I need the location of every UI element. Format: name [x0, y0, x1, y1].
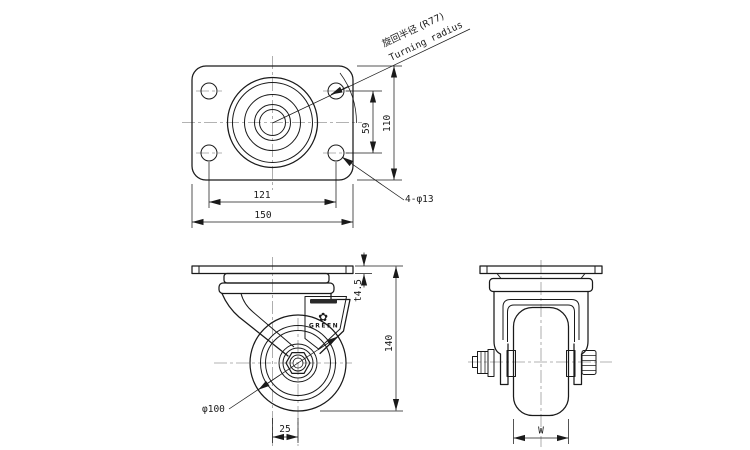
turning-radius-arc — [339, 72, 357, 124]
dim-wheel-diameter: φ100 — [202, 404, 225, 415]
fork-leg-left — [493, 290, 509, 386]
bolt-hole — [327, 144, 345, 162]
hub-spacer-left — [506, 350, 516, 377]
axle-nut-front — [581, 350, 597, 375]
swivel-raceway-lower — [218, 282, 335, 295]
axle-nut-hex — [285, 351, 311, 375]
hole-callout-leader — [341, 156, 405, 201]
front-view: W — [468, 260, 612, 447]
bolt-hole — [200, 144, 218, 162]
fork-left-outer — [221, 292, 289, 357]
fork-left-inner — [240, 293, 295, 348]
mounting-plate — [191, 65, 354, 181]
side-view: ✿ GREEN t4.5 140 φ100 25 — [191, 252, 403, 446]
logo-text: GREEN — [309, 323, 339, 330]
bolt-hole — [327, 82, 345, 100]
swivel-collar — [488, 277, 594, 293]
bolt-hole — [200, 82, 218, 100]
turning-radius-leader — [272, 28, 471, 124]
logo-leaf-icon: ✿ — [318, 307, 327, 325]
hole-callout: 4-φ13 — [405, 194, 434, 205]
dim-hole-pitch-x: 121 — [253, 190, 270, 201]
logo-banner — [310, 299, 337, 304]
dim-total-height: 140 — [384, 335, 395, 352]
swivel-raceway-upper — [223, 272, 330, 284]
wheel-front — [512, 306, 570, 417]
fork-arch-outer — [502, 299, 580, 340]
kingpin — [259, 109, 286, 136]
axle-bolt-head — [477, 351, 489, 374]
dim-plate-thickness: t4.5 — [353, 279, 364, 302]
axle-washer — [487, 349, 495, 377]
swivel-raceway-outer — [226, 76, 319, 169]
dim-wheel-width: W — [538, 426, 544, 437]
dim-offset: 25 — [279, 424, 290, 435]
wheel-hub — [278, 343, 318, 383]
dim-plate-width: 150 — [254, 210, 271, 221]
fork-arch-inner — [507, 304, 575, 342]
top-view: 旋回半径 (R77) Turning radius 59 110 121 150… — [182, 10, 471, 228]
wheel-outer — [249, 314, 347, 412]
dim-hole-pitch-y: 59 — [361, 122, 372, 134]
dim-plate-height: 110 — [382, 115, 393, 132]
hub-spacer-right — [566, 350, 576, 377]
